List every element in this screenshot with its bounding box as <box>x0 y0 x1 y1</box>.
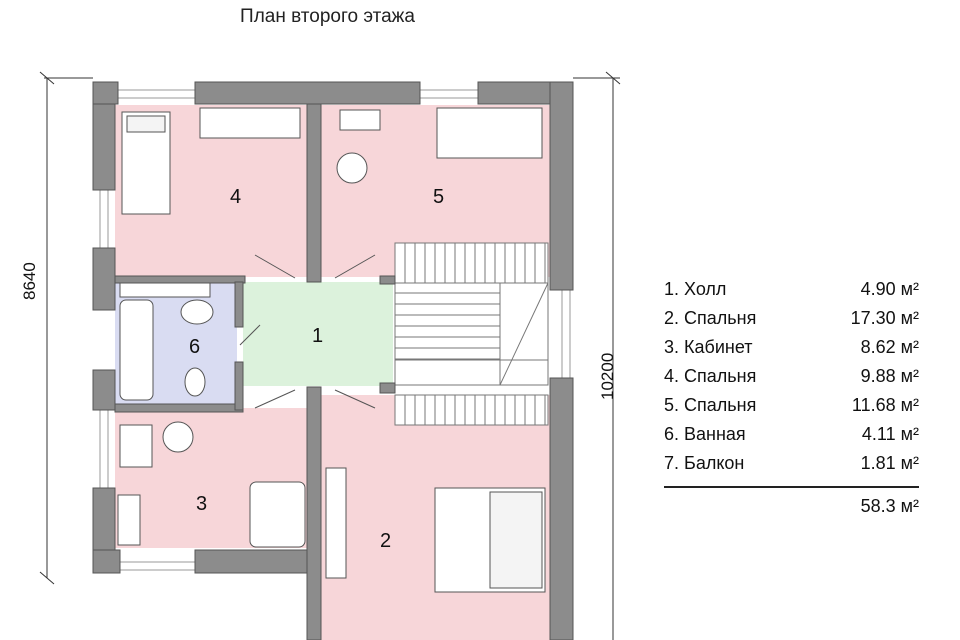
legend-row: 4. Спальня 9.88 м² <box>664 362 919 391</box>
legend-room-name: 4. Спальня <box>664 366 757 386</box>
desk-room-3 <box>119 424 153 468</box>
chair-room-5 <box>336 152 368 184</box>
room-number-3: 3 <box>196 493 207 515</box>
floor-plan: 1 2 3 4 5 6 <box>39 71 621 640</box>
legend-room-area: 11.68 м² <box>851 395 919 415</box>
walls <box>92 81 574 640</box>
legend-room-area: 4.90 м² <box>860 279 919 299</box>
furniture <box>117 107 546 593</box>
door-swings <box>239 254 376 409</box>
room-number-2: 2 <box>380 530 391 552</box>
dimension-left: 8640 <box>20 262 39 300</box>
desk-room-5 <box>339 109 381 131</box>
legend-row: 7. Балкон 1.81 м² <box>664 449 919 478</box>
legend-row: 5. Спальня 11.68 м² <box>664 391 919 420</box>
stair-treads <box>395 243 546 425</box>
windows <box>99 89 571 571</box>
plan-title: План второго этажа <box>240 6 415 27</box>
area-legend: 1. Холл 4.90 м² 2. Спальня 17.30 м² 3. Каб… <box>664 275 919 521</box>
legend-total: 58.3 м² <box>860 496 919 516</box>
legend-room-name: 5. Спальня <box>664 395 757 415</box>
armchair-room-3 <box>249 481 306 548</box>
legend-row: 2. Спальня 17.30 м² <box>664 304 919 333</box>
chair-room-3 <box>162 421 194 453</box>
legend-room-area: 1.81 м² <box>860 453 919 473</box>
bathtub <box>119 299 154 401</box>
legend-room-area: 17.30 м² <box>850 308 919 328</box>
legend-room-area: 4.11 м² <box>861 424 919 444</box>
toilet <box>184 367 206 397</box>
legend-divider <box>664 486 919 488</box>
room-number-6: 6 <box>189 336 200 358</box>
legend-room-name: 3. Кабинет <box>664 337 753 357</box>
legend-room-area: 8.62 м² <box>860 337 919 357</box>
legend-row: 1. Холл 4.90 м² <box>664 275 919 304</box>
wardrobe-room-4 <box>199 107 301 139</box>
legend-room-name: 2. Спальня <box>664 308 757 328</box>
sink <box>180 299 214 325</box>
room-1-fill <box>243 282 393 386</box>
legend-room-area: 9.88 м² <box>860 366 919 386</box>
room-number-4: 4 <box>230 186 241 208</box>
room-number-5: 5 <box>433 186 444 208</box>
dimension-right: 10200 <box>598 352 617 400</box>
bath-shelf <box>119 282 211 298</box>
legend-row: 6. Ванная 4.11 м² <box>664 420 919 449</box>
legend-row: 3. Кабинет 8.62 м² <box>664 333 919 362</box>
staircase <box>394 242 549 426</box>
dimension-lines <box>39 71 621 640</box>
bed-room-5 <box>436 107 543 159</box>
dresser-room-3 <box>117 494 141 546</box>
legend-room-name: 1. Холл <box>664 279 727 299</box>
tv-unit-room-2 <box>325 467 347 579</box>
legend-room-name: 7. Балкон <box>664 453 745 473</box>
legend-room-name: 6. Ванная <box>664 424 746 444</box>
room-number-1: 1 <box>312 325 323 347</box>
